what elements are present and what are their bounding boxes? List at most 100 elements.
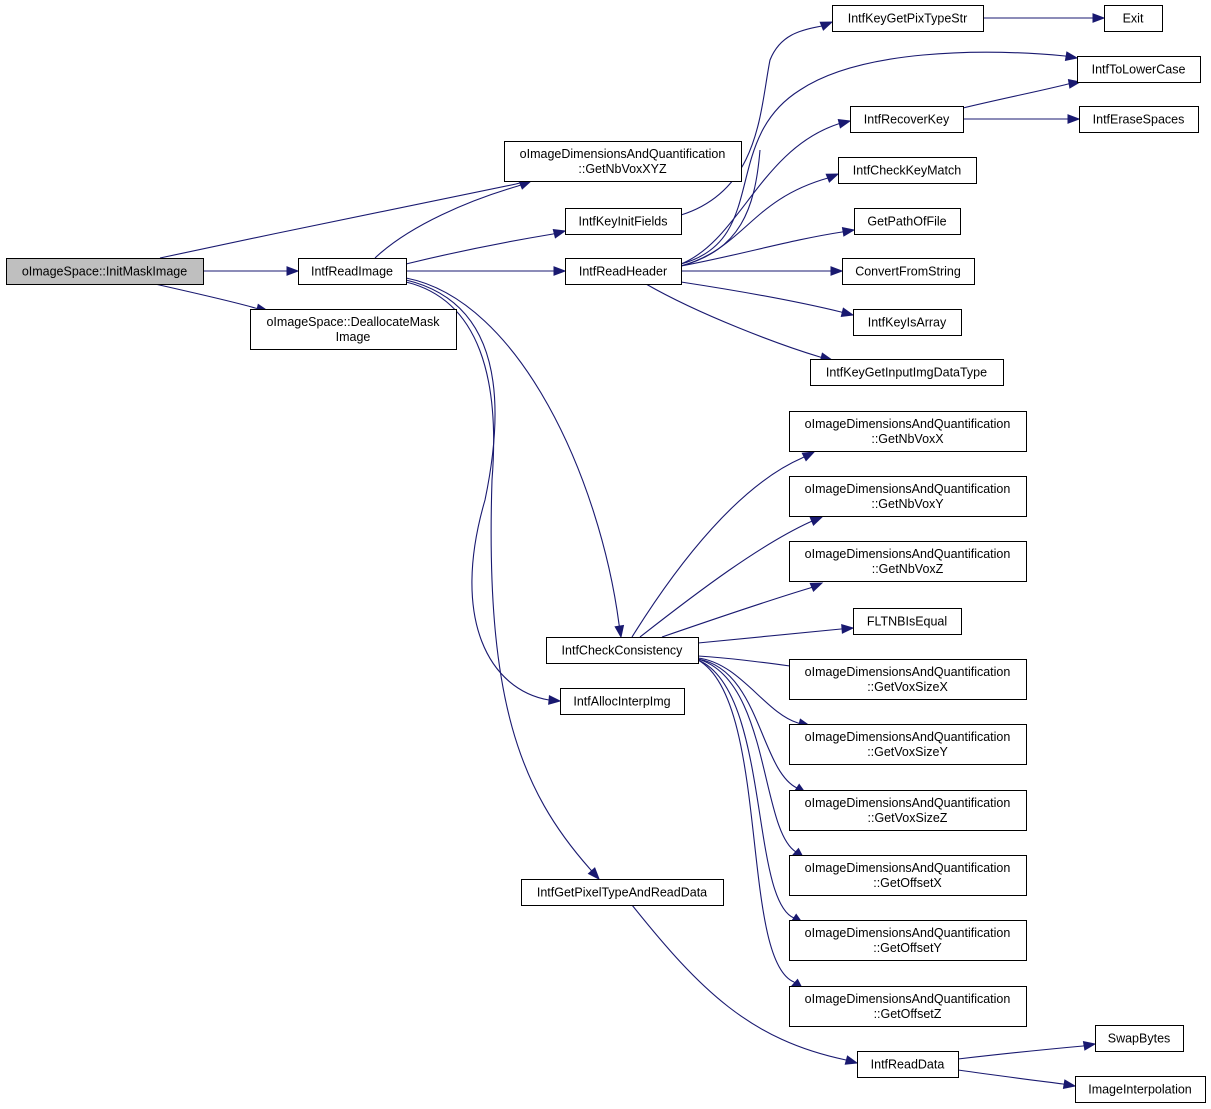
edge-intf-check-consistency-to-get-nb-vox-x [631, 451, 816, 638]
node-label: ::GetOffsetZ [874, 1007, 942, 1021]
edge-line [639, 521, 811, 638]
edge-init-mask-image-to-dealloc-mask-image [154, 283, 270, 314]
node-intf-to-lower-case[interactable]: IntfToLowerCase [1077, 56, 1201, 83]
node-box [789, 541, 1027, 582]
edge-line [159, 183, 517, 259]
node-get-nb-vox-y[interactable]: oImageDimensionsAndQuantification::GetNb… [789, 476, 1027, 517]
node-intf-read-data[interactable]: IntfReadData [857, 1051, 959, 1078]
node-label: ::GetNbVoxXYZ [578, 162, 667, 176]
edge-intf-check-consistency-to-get-offset-z [697, 659, 805, 991]
node-box [546, 637, 699, 664]
node-intf-erase-spaces[interactable]: IntfEraseSpaces [1079, 106, 1199, 133]
arrowhead [1082, 1041, 1097, 1051]
node-label: ::GetOffsetX [873, 876, 942, 890]
node-label: Exit [1123, 12, 1144, 26]
node-box [789, 476, 1027, 517]
node-box [1079, 106, 1199, 133]
node-label: ::GetVoxSizeX [867, 680, 948, 694]
edge-intf-read-data-to-image-interpolation [957, 1069, 1077, 1089]
edge-line [680, 123, 839, 265]
edge-line [374, 185, 519, 259]
edge-intf-recover-key-to-intf-to-lower-case [962, 79, 1082, 109]
node-label: oImageDimensionsAndQuantification [805, 992, 1011, 1006]
arrowhead [830, 266, 844, 276]
node-intf-key-get-pix-type-str[interactable]: IntfKeyGetPixTypeStr [832, 5, 984, 32]
arrowhead [825, 173, 840, 183]
node-box [504, 141, 742, 182]
node-label: FLTNBIsEqual [867, 615, 947, 629]
node-image-interpolation[interactable]: ImageInterpolation [1075, 1076, 1206, 1103]
edge-intf-read-data-to-swap-bytes [957, 1041, 1097, 1060]
node-box [6, 258, 204, 285]
node-get-vox-size-z[interactable]: oImageDimensionsAndQuantification::GetVo… [789, 790, 1027, 831]
node-label: ::GetVoxSizeZ [868, 811, 948, 825]
node-get-offset-y[interactable]: oImageDimensionsAndQuantification::GetOf… [789, 920, 1027, 961]
node-get-offset-z[interactable]: oImageDimensionsAndQuantification::GetOf… [789, 986, 1027, 1027]
node-label: ::GetNbVoxZ [872, 562, 944, 576]
node-exit[interactable]: Exit [1104, 5, 1163, 32]
node-label: ImageInterpolation [1088, 1083, 1192, 1097]
edge-line [645, 283, 821, 358]
edge-line [697, 658, 797, 853]
node-intf-check-key-match[interactable]: IntfCheckKeyMatch [838, 157, 977, 184]
node-intf-alloc-interp-img[interactable]: IntfAllocInterpImg [560, 688, 685, 715]
node-intf-read-image[interactable]: IntfReadImage [298, 258, 407, 285]
arrowhead [518, 180, 533, 190]
arrowhead [548, 695, 562, 705]
node-intf-key-init-fields[interactable]: IntfKeyInitFields [565, 208, 682, 235]
node-label: ::GetNbVoxX [871, 432, 944, 446]
node-intf-read-header[interactable]: IntfReadHeader [565, 258, 682, 285]
node-get-nb-vox-z[interactable]: oImageDimensionsAndQuantification::GetNb… [789, 541, 1027, 582]
node-box [838, 157, 977, 184]
node-get-vox-size-y[interactable]: oImageDimensionsAndQuantification::GetVo… [789, 724, 1027, 765]
node-label: GetPathOfFile [867, 215, 946, 229]
node-get-nb-vox-x[interactable]: oImageDimensionsAndQuantification::GetNb… [789, 411, 1027, 452]
node-label: oImageDimensionsAndQuantification [805, 861, 1011, 875]
node-box [560, 688, 685, 715]
node-label: IntfEraseSpaces [1093, 113, 1185, 127]
node-intf-key-is-array[interactable]: IntfKeyIsArray [853, 309, 962, 336]
edge-init-mask-image-to-intf-read-image [203, 266, 300, 276]
node-label: IntfKeyInitFields [579, 215, 668, 229]
arrowhead [837, 119, 852, 129]
edge-line [405, 279, 550, 701]
arrowhead [801, 451, 816, 462]
edge-line [405, 277, 620, 625]
node-intf-get-pixel-type[interactable]: IntfGetPixelTypeAndReadData [521, 879, 724, 906]
node-box [521, 879, 724, 906]
node-intf-check-consistency[interactable]: IntfCheckConsistency [546, 637, 699, 664]
node-label: ::GetNbVoxY [871, 497, 944, 511]
edge-intf-recover-key-to-intf-erase-spaces [963, 114, 1081, 124]
node-intf-recover-key[interactable]: IntfRecoverKey [850, 106, 964, 133]
edge-intf-read-header-to-convert-from-string [681, 266, 844, 276]
node-swap-bytes[interactable]: SwapBytes [1095, 1025, 1184, 1052]
node-box [850, 106, 964, 133]
node-fltnb-is-equal[interactable]: FLTNBIsEqual [853, 608, 962, 635]
edge-intf-check-consistency-to-get-nb-vox-z [661, 582, 824, 638]
node-label: SwapBytes [1108, 1032, 1171, 1046]
node-box [298, 258, 407, 285]
edge-line [661, 587, 811, 638]
node-box [789, 986, 1027, 1027]
node-convert-from-string[interactable]: ConvertFromString [842, 258, 975, 285]
node-intf-key-get-input-img-data-type[interactable]: IntfKeyGetInputImgDataType [810, 359, 1004, 386]
arrowhead [553, 266, 567, 276]
edge-line [957, 1069, 1064, 1085]
node-get-offset-x[interactable]: oImageDimensionsAndQuantification::GetOf… [789, 855, 1027, 896]
node-get-nb-vox-xyz[interactable]: oImageDimensionsAndQuantification::GetNb… [504, 141, 742, 182]
arrowhead [809, 516, 824, 526]
edge-line [697, 659, 795, 919]
node-box [789, 659, 1027, 700]
edge-intf-read-image-to-intf-read-header [406, 266, 567, 276]
node-get-path-of-file[interactable]: GetPathOfFile [854, 208, 961, 235]
node-label: IntfKeyIsArray [868, 316, 947, 330]
node-get-vox-size-x[interactable]: oImageDimensionsAndQuantification::GetVo… [789, 659, 1027, 700]
edge-intf-read-image-to-intf-key-init-fields [405, 229, 567, 265]
edge-line [631, 904, 847, 1061]
edge-intf-key-get-pix-type-str-to-exit [983, 13, 1106, 23]
node-box [565, 208, 682, 235]
node-label: oImageDimensionsAndQuantification [805, 730, 1011, 744]
